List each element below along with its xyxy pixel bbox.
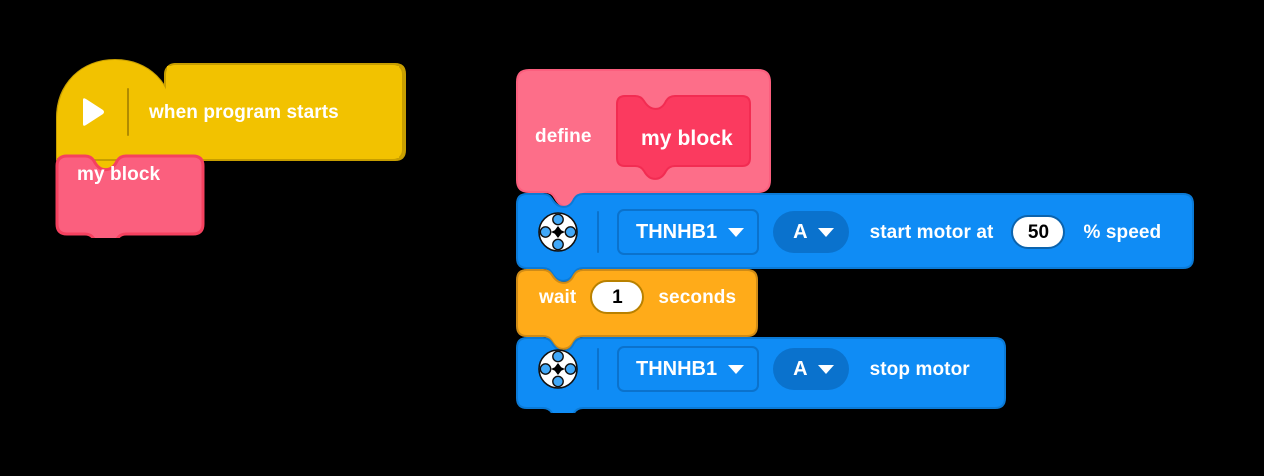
speed-input[interactable]: 50 xyxy=(1011,215,1066,249)
start-motor-block-shape[interactable] xyxy=(516,193,1194,282)
when-program-starts-stack[interactable]: when program starts my block xyxy=(55,48,455,249)
left-stack-shapes xyxy=(55,59,406,249)
right-stack-shapes xyxy=(516,69,1194,422)
my-block-call-shape[interactable] xyxy=(55,154,205,249)
duration-input[interactable]: 1 xyxy=(590,280,645,314)
define-my-block-stack[interactable]: define my block THNHB1 A xyxy=(515,68,1215,422)
stop-motor-block-shape[interactable] xyxy=(516,337,1006,422)
hat-body-fill xyxy=(167,66,399,158)
hat-dome-fill xyxy=(57,60,173,158)
my-block-prototype-shape[interactable] xyxy=(616,95,751,180)
